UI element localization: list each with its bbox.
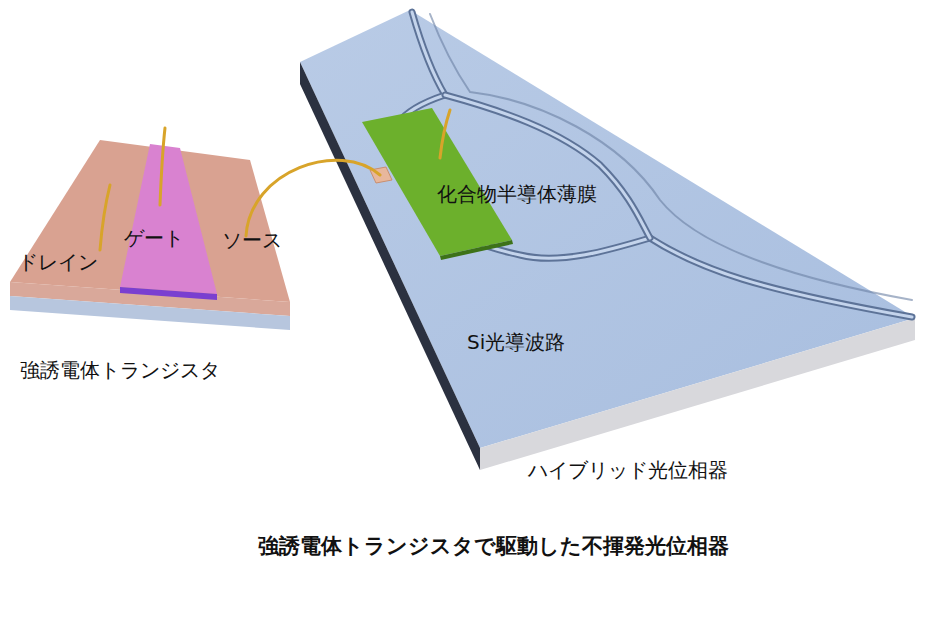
ferroelectric-layer (120, 287, 217, 300)
part-label: 強誘電体トランジスタ (20, 358, 220, 382)
caption: 強誘電体トランジスタで駆動した不揮発光位相器 (258, 534, 729, 559)
part-label: Si光導波路 (467, 330, 565, 354)
part-label: ハイブリッド光位相器 (528, 458, 728, 482)
substrate-top (300, 10, 915, 448)
part-label: ドレイン (18, 250, 98, 274)
gate-electrode (120, 144, 217, 294)
waveguide (392, 12, 912, 317)
transistor-side-lower (10, 296, 290, 330)
part-label: ゲート (124, 226, 184, 250)
part-label: 化合物半導体薄膜 (437, 182, 597, 206)
film-edge (440, 240, 513, 260)
part-label: ソース (222, 228, 282, 252)
